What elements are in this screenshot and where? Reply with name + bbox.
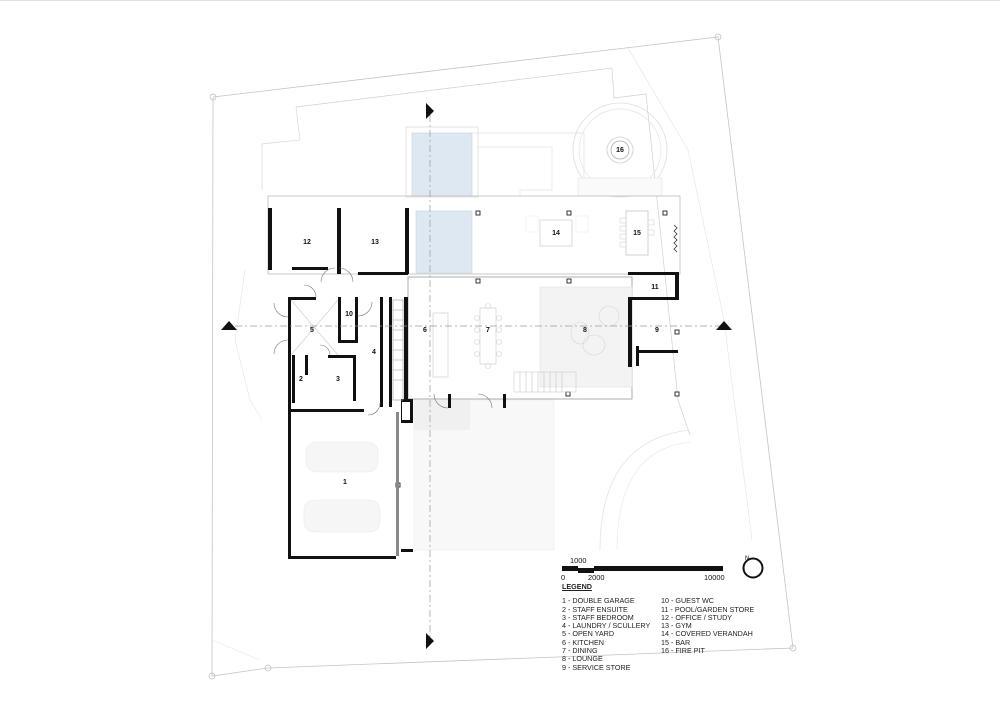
room-label-14: 14	[552, 230, 560, 237]
kitchen-island	[432, 312, 449, 378]
room-label-1: 1	[343, 479, 347, 486]
legend-item: 13 - GYM	[661, 621, 692, 631]
room-label-11: 11	[651, 284, 659, 291]
legend-column-1: 1 - DOUBLE GARAGE 2 - STAFF ENSUITE 3 - …	[562, 596, 661, 672]
room-label-8: 8	[583, 327, 587, 334]
room-label-16: 16	[616, 147, 624, 154]
scale-label-2000: 2000	[588, 573, 605, 582]
pool-upper	[411, 132, 473, 197]
door-swings	[273, 267, 493, 416]
room-label-9: 9	[655, 327, 659, 334]
section-marker-icon	[716, 321, 732, 330]
legend-column-2: 10 - GUEST WC 11 - POOL/GARDEN STORE 12 …	[661, 596, 760, 672]
section-marker-icon	[426, 103, 434, 119]
legend-item: 14 - COVERED VERANDAH	[661, 629, 753, 639]
legend-item: 5 - OPEN YARD	[562, 629, 615, 639]
north-arrow-icon: N	[742, 556, 764, 579]
legend-item: 12 - OFFICE / STUDY	[661, 612, 733, 622]
car-icon	[305, 441, 379, 473]
site-boundary	[211, 36, 794, 677]
legend-item: 4 - LAUNDRY / SCULLERY	[562, 621, 651, 631]
legend-title: LEGEND	[562, 582, 592, 591]
svg-text:N: N	[745, 556, 749, 562]
legend-item: 15 - BAR	[661, 637, 691, 647]
room-label-4: 4	[372, 349, 376, 356]
room-label-2: 2	[299, 376, 303, 383]
section-marker-icon	[221, 321, 237, 330]
scale-label-10000: 10000	[704, 573, 725, 582]
legend-item: 10 - GUEST WC	[661, 596, 714, 606]
legend-item: 11 - POOL/GARDEN STORE	[661, 604, 755, 614]
fire-pit-outer	[572, 102, 668, 198]
room-label-5: 5	[310, 327, 314, 334]
lounge-rug	[539, 286, 633, 388]
walls	[268, 208, 679, 559]
room-label-7: 7	[486, 327, 490, 334]
legend-item: 3 - STAFF BEDROOM	[562, 612, 634, 622]
legend-item: 8 - LOUNGE	[562, 654, 603, 664]
building-line	[295, 67, 691, 436]
scale-bar	[562, 566, 723, 573]
legend-item: 16 - FIRE PIT	[661, 646, 705, 656]
stair	[513, 371, 577, 393]
legend-item: 7 - DINING	[562, 646, 598, 656]
legend-item: 9 - SERVICE STORE	[562, 662, 631, 672]
verandah-slab	[267, 195, 681, 275]
section-marker-icon	[426, 633, 434, 649]
scale-label-0: 0	[561, 573, 566, 582]
room-label-6: 6	[423, 327, 427, 334]
legend-item: 2 - STAFF ENSUITE	[562, 604, 628, 614]
legend: LEGEND 1 - DOUBLE GARAGE 2 - STAFF ENSUI…	[562, 582, 760, 672]
scale-label-1000: 1000	[570, 556, 587, 565]
car-icon	[303, 499, 381, 533]
legend-item: 1 - DOUBLE GARAGE	[562, 596, 635, 606]
pool-lower	[415, 210, 473, 274]
room-label-10: 10	[345, 311, 353, 318]
dining-table	[479, 307, 497, 365]
top-border	[0, 0, 1000, 1]
room-label-12: 12	[303, 239, 311, 246]
room-label-15: 15	[633, 230, 641, 237]
legend-item: 6 - KITCHEN	[562, 637, 604, 647]
room-label-3: 3	[336, 376, 340, 383]
room-label-13: 13	[371, 239, 379, 246]
